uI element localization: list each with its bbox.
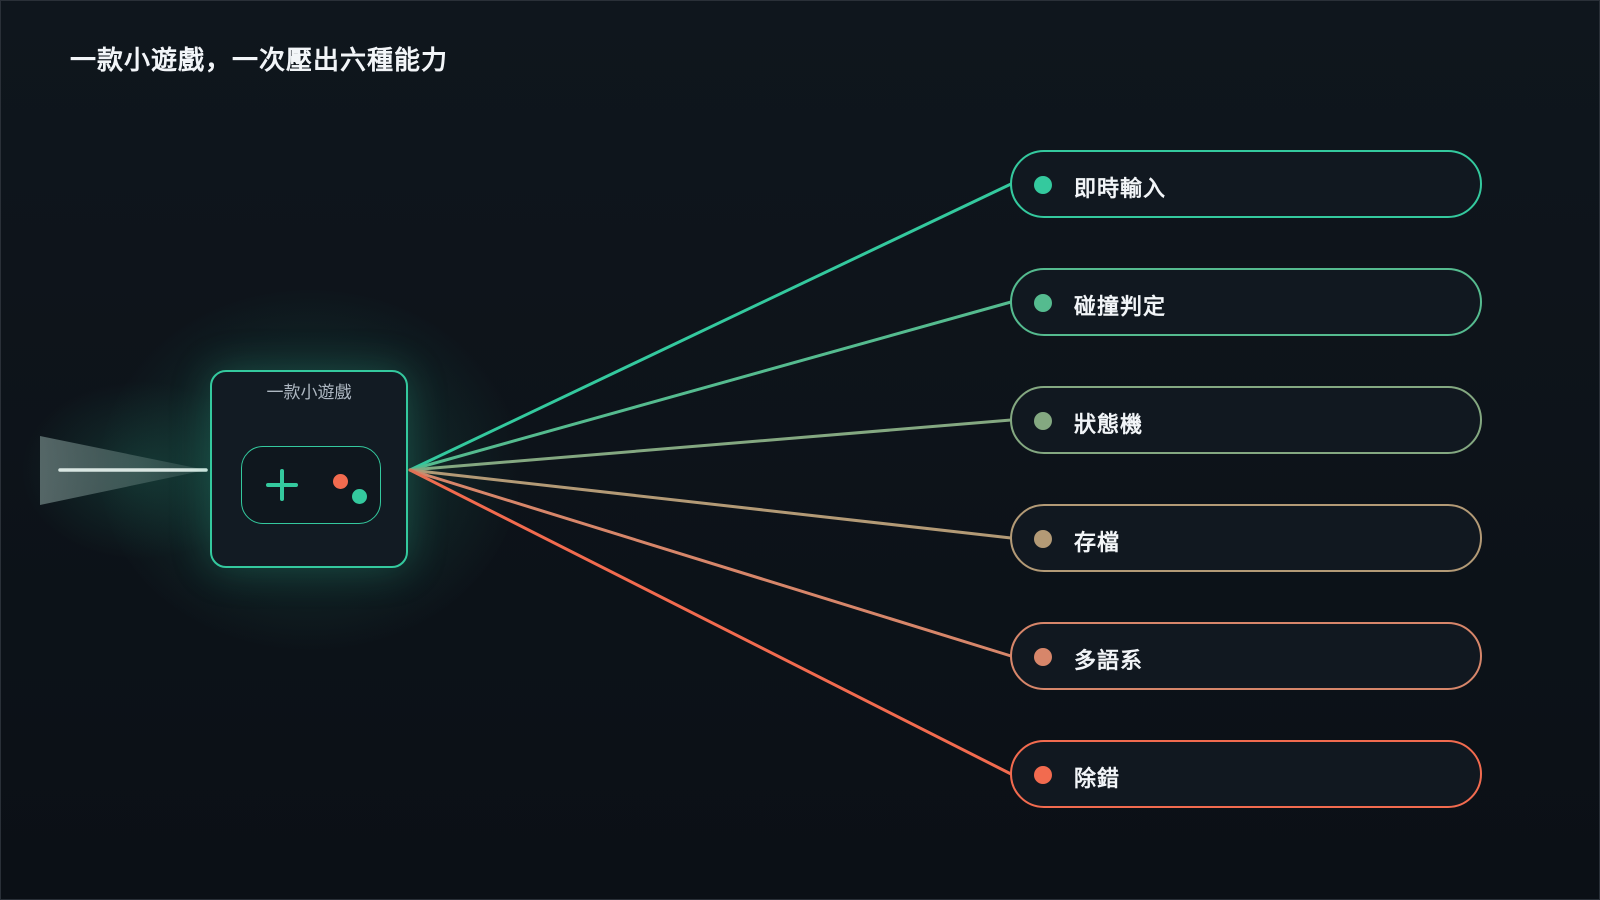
connector-group	[408, 182, 1013, 776]
capability-dot-icon	[1034, 412, 1052, 430]
connector-line	[408, 468, 1013, 540]
capability-label: 多語系	[1074, 649, 1144, 674]
connector-line	[408, 182, 1013, 472]
capability-dot-icon	[1034, 648, 1052, 666]
gamepad-icon	[241, 446, 381, 524]
page-title: 一款小遊戲，一次壓出六種能力	[70, 46, 449, 76]
capability-dot-icon	[1034, 766, 1052, 784]
connector-line	[408, 468, 1013, 776]
capability-label: 存檔	[1074, 531, 1121, 556]
dpad-icon	[266, 469, 298, 501]
capability-node: 多語系	[1010, 622, 1482, 690]
capability-node: 碰撞判定	[1010, 268, 1482, 336]
capability-label: 除錯	[1074, 767, 1121, 792]
capability-node: 存檔	[1010, 504, 1482, 572]
hub-label: 一款小遊戲	[266, 383, 352, 403]
connector-line	[408, 300, 1013, 472]
capability-node: 即時輸入	[1010, 150, 1482, 218]
button-b-icon	[352, 489, 367, 504]
connector-line	[408, 468, 1013, 658]
connector-line	[408, 418, 1013, 472]
capability-label: 狀態機	[1074, 413, 1144, 438]
capability-dot-icon	[1034, 176, 1052, 194]
button-a-icon	[333, 474, 348, 489]
capability-node: 狀態機	[1010, 386, 1482, 454]
hub-node: 一款小遊戲	[210, 370, 408, 568]
capability-dot-icon	[1034, 530, 1052, 548]
capability-dot-icon	[1034, 294, 1052, 312]
capability-label: 碰撞判定	[1074, 295, 1167, 320]
capability-label: 即時輸入	[1074, 177, 1167, 202]
capability-node: 除錯	[1010, 740, 1482, 808]
